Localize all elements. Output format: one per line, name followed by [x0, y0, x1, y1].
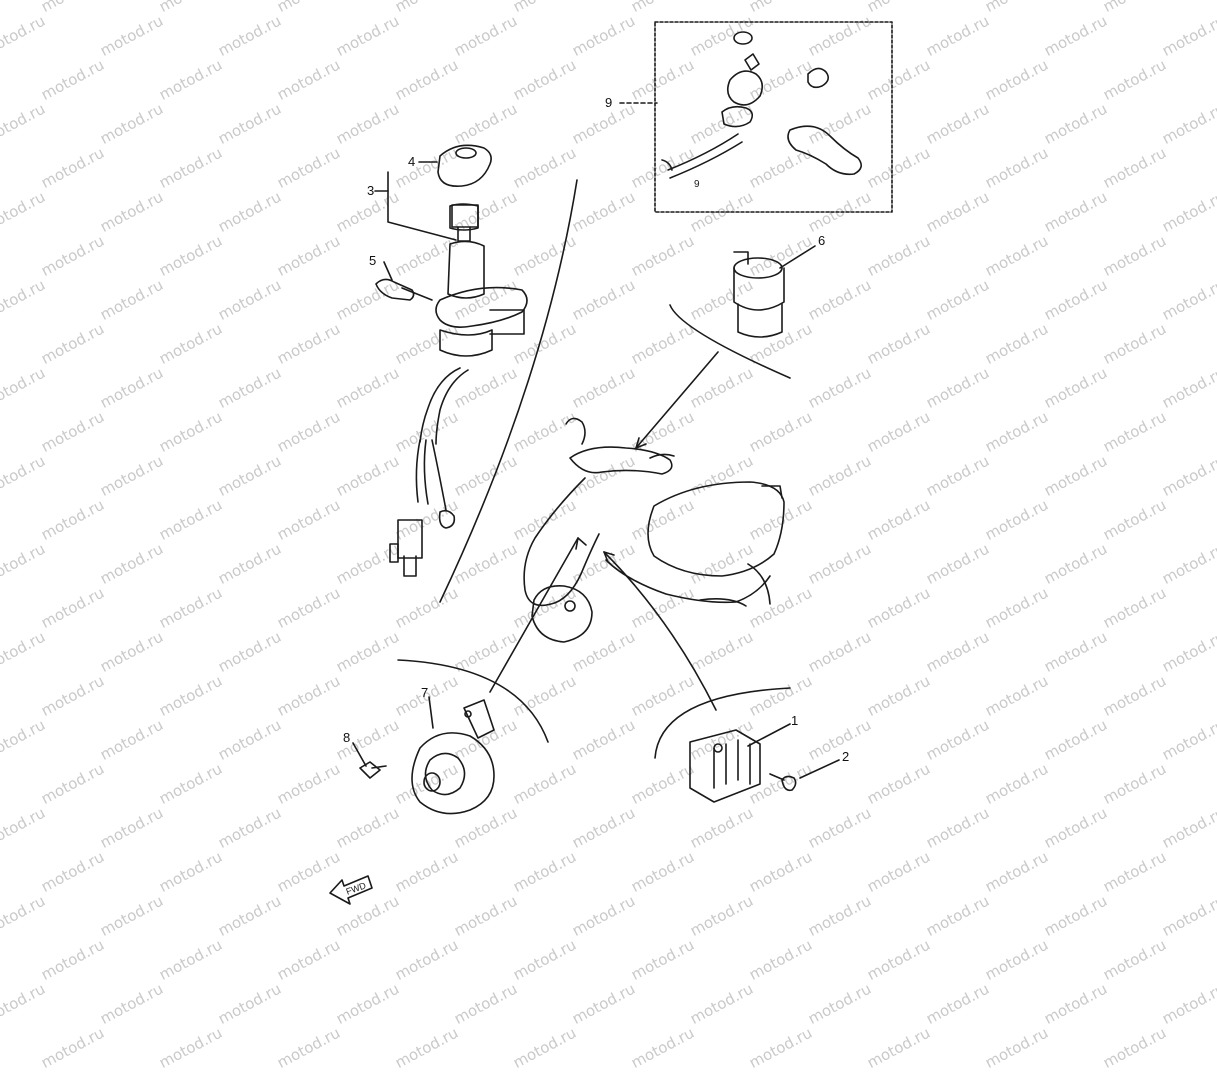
rectifier-icon [689, 729, 761, 803]
watermark-text: motod.ru [38, 935, 108, 984]
watermark-text: motod.ru [215, 979, 285, 1028]
watermark-text: motod.ru [569, 979, 639, 1028]
callout-1: 1 [791, 713, 799, 728]
divider-curve-relay [669, 304, 791, 379]
watermark-text: motod.ru [97, 979, 167, 1028]
watermark-text: motod.ru [510, 935, 580, 984]
watermark-text: motod.ru [156, 1023, 226, 1072]
scooter-icon [523, 417, 785, 643]
callout-3: 3 [367, 183, 375, 198]
watermark-text: motod.ru [864, 935, 934, 984]
watermark-text: motod.ru [982, 1023, 1052, 1072]
watermark-text: motod.ru [628, 935, 698, 984]
watermark-text: motod.ru [38, 1023, 108, 1072]
lock-set-icon [661, 31, 862, 179]
ignition-switch-icon [389, 144, 528, 577]
horn-screw-icon [359, 761, 387, 779]
watermark-text: motod.ru [1100, 935, 1170, 984]
watermark-text: motod.ru [1159, 979, 1217, 1028]
callout-9: 9 [605, 95, 613, 110]
watermark-text: motod.ru [864, 1023, 934, 1072]
watermark-text: motod.ru [982, 935, 1052, 984]
lock-set-inset [654, 21, 893, 213]
divider-curve-left [439, 179, 578, 603]
watermark-text: motod.ru [923, 979, 993, 1028]
watermark-text: motod.ru [746, 1023, 816, 1072]
watermark-text: motod.ru [510, 1023, 580, 1072]
watermark-text: motod.ru [274, 1023, 344, 1072]
callout-2: 2 [842, 749, 850, 764]
watermark-text: motod.ru [274, 935, 344, 984]
watermark-text: motod.ru [628, 1023, 698, 1072]
divider-curve-rectifier [654, 687, 791, 759]
callout-6: 6 [818, 233, 826, 248]
divider-curve-horn [397, 659, 549, 743]
callout-7: 7 [421, 685, 429, 700]
watermark-text: motod.ru [156, 935, 226, 984]
watermark-text: motod.ru [451, 979, 521, 1028]
watermark-text: motod.ru [1041, 979, 1111, 1028]
watermark-text: motod.ru [805, 979, 875, 1028]
callout-5: 5 [369, 253, 377, 268]
bolt-icon [769, 773, 797, 792]
watermark-text: motod.ru [1100, 1023, 1170, 1072]
watermark-text: motod.ru [333, 979, 403, 1028]
watermark-text: motod.ru [746, 935, 816, 984]
watermark-text: motod.ru [0, 979, 49, 1028]
fwd-arrow-icon [329, 875, 373, 905]
watermark-text: motod.ru [392, 935, 462, 984]
parts-diagram: FWD 9 [329, 21, 893, 905]
callout-8: 8 [343, 730, 351, 745]
screw-icon [375, 278, 433, 301]
key-icon [449, 203, 479, 231]
watermark-text: motod.ru [392, 1023, 462, 1072]
horn-icon [411, 699, 495, 815]
watermark-text: motod.ru [687, 979, 757, 1028]
callout-9-inset: 9 [694, 179, 700, 190]
relay-icon [733, 251, 785, 338]
callout-4: 4 [408, 154, 416, 169]
